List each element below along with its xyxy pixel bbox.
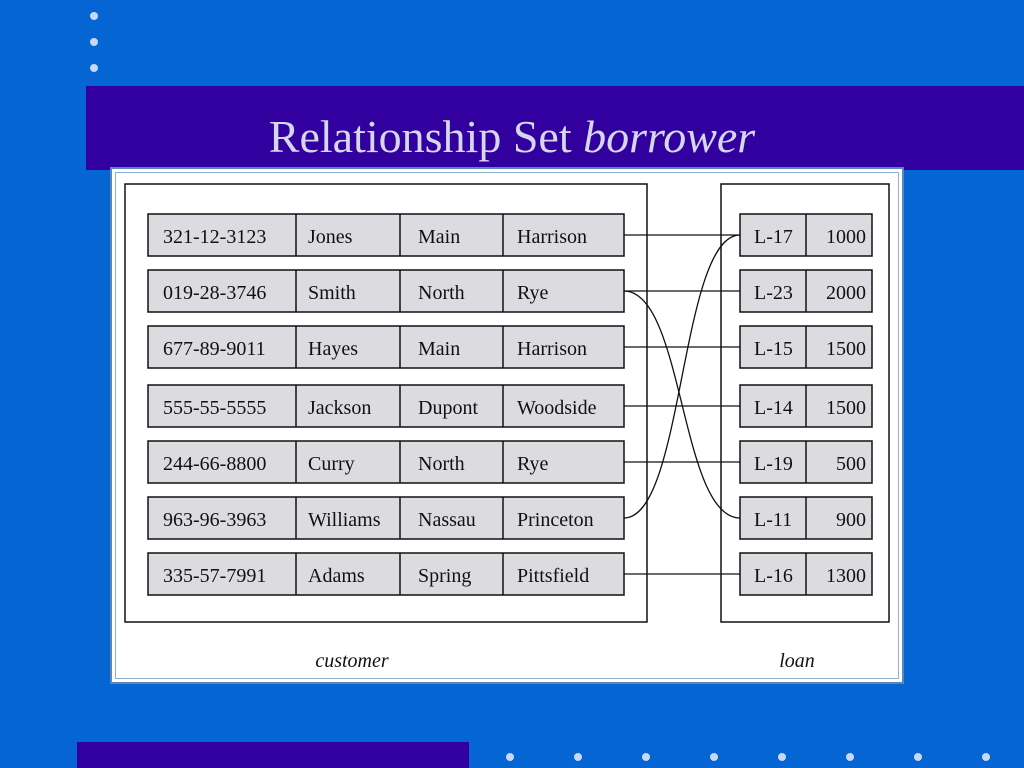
decor-dot bbox=[506, 753, 514, 761]
loan-amount-cell: 1500 bbox=[826, 338, 866, 360]
loan-number-cell: L-14 bbox=[754, 397, 793, 419]
customer-id-cell: 244-66-8800 bbox=[163, 453, 266, 475]
customer-street-cell: North bbox=[418, 282, 465, 304]
customer-street-cell: Dupont bbox=[418, 397, 478, 419]
loan-amount-cell: 1000 bbox=[826, 226, 866, 248]
customer-id-cell: 335-57-7991 bbox=[163, 565, 266, 587]
customer-name-cell: Williams bbox=[308, 509, 381, 531]
customer-row: 244-66-8800 Curry North Rye bbox=[147, 440, 625, 484]
bottom-band bbox=[77, 742, 469, 768]
loan-amount-cell: 1500 bbox=[826, 397, 866, 419]
loan-row: L-17 1000 bbox=[739, 213, 873, 257]
customer-id-cell: 677-89-9011 bbox=[163, 338, 266, 360]
customer-row: 019-28-3746 Smith North Rye bbox=[147, 269, 625, 313]
borrower-link bbox=[623, 290, 741, 519]
customer-city-cell: Harrison bbox=[517, 338, 587, 360]
loan-row: L-14 1500 bbox=[739, 384, 873, 428]
customer-street-cell: North bbox=[418, 453, 465, 475]
customer-name-cell: Adams bbox=[308, 565, 365, 587]
loan-number-cell: L-15 bbox=[754, 338, 793, 360]
loan-amount-cell: 500 bbox=[836, 453, 866, 475]
decor-dot bbox=[914, 753, 922, 761]
customer-row-box bbox=[147, 325, 625, 369]
customer-row: 335-57-7991 Adams Spring Pittsfield bbox=[147, 552, 625, 596]
loan-amount-cell: 900 bbox=[836, 509, 866, 531]
customer-city-cell: Rye bbox=[517, 453, 549, 475]
customer-street-cell: Main bbox=[418, 226, 460, 248]
customer-row-box bbox=[147, 440, 625, 484]
loan-row: L-16 1300 bbox=[739, 552, 873, 596]
title-main: Relationship Set bbox=[268, 111, 572, 162]
loan-number-cell: L-19 bbox=[754, 453, 793, 475]
loan-number-cell: L-17 bbox=[754, 226, 793, 248]
customer-city-cell: Pittsfield bbox=[517, 565, 589, 587]
customer-id-cell: 019-28-3746 bbox=[163, 282, 266, 304]
relationship-lines bbox=[623, 234, 741, 575]
loan-amount-cell: 2000 bbox=[826, 282, 866, 304]
customer-name-cell: Jones bbox=[308, 226, 353, 248]
customer-name-cell: Smith bbox=[308, 282, 356, 304]
loan-number-cell: L-11 bbox=[754, 509, 792, 531]
decor-dot bbox=[710, 753, 718, 761]
loan-row: L-23 2000 bbox=[739, 269, 873, 313]
loan-number-cell: L-16 bbox=[754, 565, 793, 587]
customer-city-cell: Princeton bbox=[517, 509, 594, 531]
decor-dot bbox=[90, 12, 98, 20]
decor-dot bbox=[846, 753, 854, 761]
decor-dot bbox=[90, 38, 98, 46]
title-band bbox=[86, 86, 1024, 170]
customer-row: 677-89-9011 Hayes Main Harrison bbox=[147, 325, 625, 369]
customer-row-box bbox=[147, 496, 625, 540]
customer-id-cell: 963-96-3963 bbox=[163, 509, 266, 531]
decor-dot bbox=[90, 64, 98, 72]
borrower-link bbox=[623, 234, 741, 519]
title-italic: borrower bbox=[583, 111, 756, 162]
loan-row: L-11 900 bbox=[739, 496, 873, 540]
customer-city-cell: Rye bbox=[517, 282, 549, 304]
loan-row: L-19 500 bbox=[739, 440, 873, 484]
decor-dot bbox=[778, 753, 786, 761]
loan-number-cell: L-23 bbox=[754, 282, 793, 304]
decor-dot bbox=[642, 753, 650, 761]
loan-amount-cell: 1300 bbox=[826, 565, 866, 587]
customer-street-cell: Spring bbox=[418, 565, 471, 587]
customer-id-cell: 555-55-5555 bbox=[163, 397, 266, 419]
customer-street-cell: Main bbox=[418, 338, 460, 360]
customer-city-cell: Harrison bbox=[517, 226, 587, 248]
customer-row: 555-55-5555 Jackson Dupont Woodside bbox=[147, 384, 625, 428]
customer-row-box bbox=[147, 384, 625, 428]
customer-street-cell: Nassau bbox=[418, 509, 476, 531]
customer-row: 321-12-3123 Jones Main Harrison bbox=[147, 213, 625, 257]
customer-row-box bbox=[147, 552, 625, 596]
decor-dot bbox=[982, 753, 990, 761]
loan-row: L-15 1500 bbox=[739, 325, 873, 369]
loan-set-label: loan bbox=[779, 650, 815, 672]
customer-row-box bbox=[147, 269, 625, 313]
decor-dot bbox=[574, 753, 582, 761]
customer-city-cell: Woodside bbox=[517, 397, 597, 419]
customer-name-cell: Jackson bbox=[308, 397, 371, 419]
customer-id-cell: 321-12-3123 bbox=[163, 226, 266, 248]
page-title: Relationship Set borrower bbox=[0, 0, 1024, 162]
customer-row-box bbox=[147, 213, 625, 257]
customer-name-cell: Curry bbox=[308, 453, 355, 475]
customer-set-label: customer bbox=[315, 650, 389, 672]
customer-row: 963-96-3963 Williams Nassau Princeton bbox=[147, 496, 625, 540]
customer-name-cell: Hayes bbox=[308, 338, 358, 360]
